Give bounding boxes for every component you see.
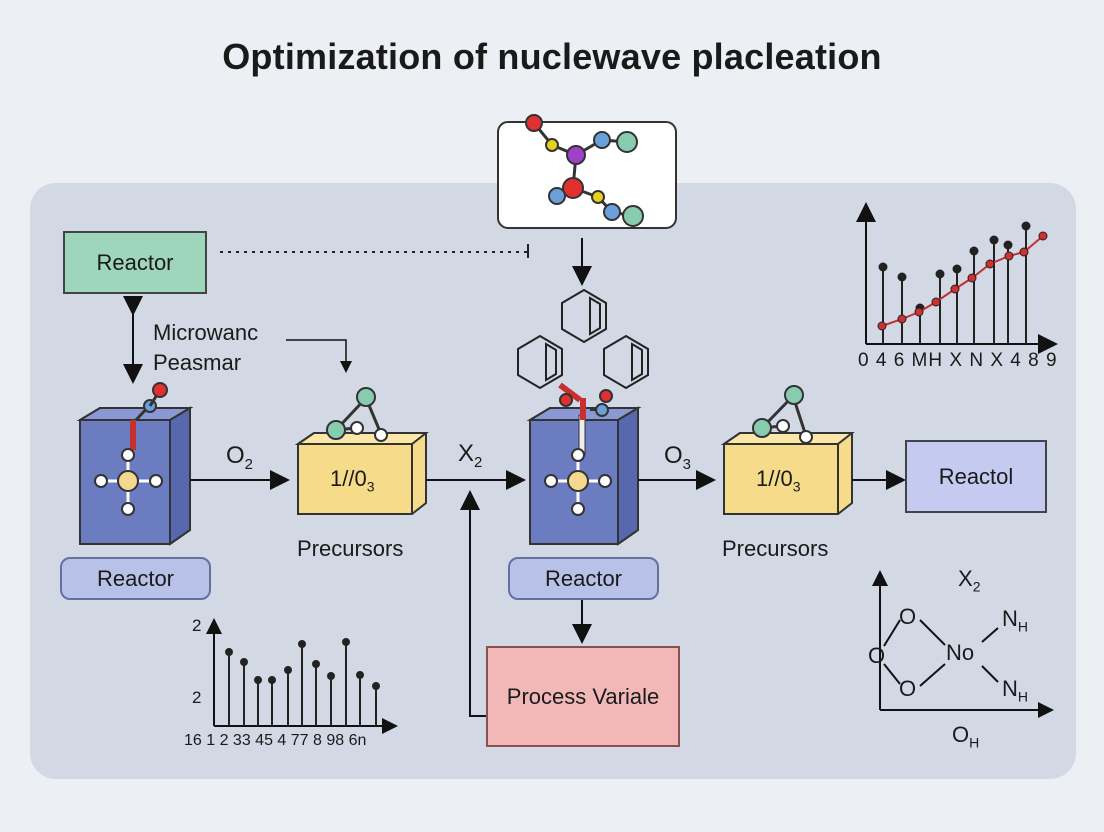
left-chart-dot — [268, 676, 276, 684]
right-chart-trend-dot — [897, 314, 907, 324]
right-chart-dot — [878, 262, 888, 272]
complex-x2: X2 — [958, 566, 981, 595]
o3-label: O3 — [664, 442, 692, 473]
reactor-1-vessel — [76, 382, 194, 546]
complex-o-left: O — [868, 643, 886, 668]
reactor-1-label: Reactor — [60, 557, 211, 600]
left-chart-dot — [254, 676, 262, 684]
complex-nh-bottom: NH — [1002, 676, 1029, 705]
right-chart-trend-dot — [985, 259, 995, 269]
right-chart-trend-dot — [1038, 231, 1048, 241]
precursor-1-label: Precursors — [297, 536, 404, 561]
left-chart-dot — [327, 672, 335, 680]
left-chart-dot — [372, 682, 380, 690]
right-chart-dot — [935, 269, 945, 279]
precursor-1-block — [294, 387, 429, 515]
right-chart-dot — [1021, 221, 1031, 231]
reactor-top-box: Reactor — [63, 231, 207, 294]
lollipop-chart-right — [856, 202, 1058, 354]
right-chart-dot — [897, 272, 907, 282]
precursor-2-block — [720, 385, 855, 515]
right-chart-trend-dot — [877, 321, 887, 331]
left-chart-x-ticks: 16 1 2 33 45 4 77 8 98 6n — [184, 732, 367, 749]
right-chart-trend-dot — [1004, 251, 1014, 261]
right-chart-dot — [952, 264, 962, 274]
complex-nh-top: NH — [1002, 606, 1029, 635]
left-chart-dot — [342, 638, 350, 646]
right-chart-trend-dot — [950, 284, 960, 294]
left-chart-dot — [298, 640, 306, 648]
annotation-line-2: Peasmar — [153, 350, 242, 375]
left-chart-dot — [284, 666, 292, 674]
left-chart-dot — [312, 660, 320, 668]
precursor-2-label: Precursors — [722, 536, 829, 561]
output-box: Reactol — [905, 440, 1047, 513]
left-chart-dot — [240, 658, 248, 666]
annotation-line-1: Microwanc — [153, 320, 259, 345]
complex-center: No — [946, 640, 975, 665]
right-chart-trend-dot — [931, 297, 941, 307]
right-chart-trend-dot — [914, 307, 924, 317]
complex-o-bottom: O — [899, 676, 917, 701]
right-chart-x-ticks: 0 4 6 MH X N X 4 8 9 — [858, 350, 1058, 371]
o2-label: O2 — [226, 442, 254, 473]
right-chart-trend-line — [881, 235, 1044, 327]
complex-oh: OH — [952, 722, 980, 751]
left-chart-y-top: 2 — [192, 616, 202, 635]
lollipop-chart-left — [206, 618, 398, 734]
left-chart-dot — [356, 671, 364, 679]
left-chart-dot — [225, 648, 233, 656]
precursor-1-box-label: 1//03 — [330, 466, 375, 495]
reactor-2-label: Reactor — [508, 557, 659, 600]
right-chart-dot — [989, 235, 999, 245]
right-chart-trend-dot — [1019, 247, 1029, 257]
complex-o-top: O — [899, 604, 917, 629]
molecule-box — [497, 114, 677, 229]
process-variable-box: Process Variale — [486, 646, 680, 747]
left-chart-y-mid: 2 — [192, 688, 202, 707]
right-chart-dot — [1003, 240, 1013, 250]
right-chart-dot — [969, 246, 979, 256]
right-chart-trend-dot — [967, 273, 977, 283]
complex-structure — [872, 570, 1054, 718]
x2-label: X2 — [458, 440, 483, 471]
benzene-rings — [517, 288, 649, 390]
page-title: Optimization of nuclewave placleation — [222, 36, 882, 77]
precursor-2-box-label: 1//03 — [756, 466, 801, 495]
reactor-2-vessel — [526, 382, 642, 546]
